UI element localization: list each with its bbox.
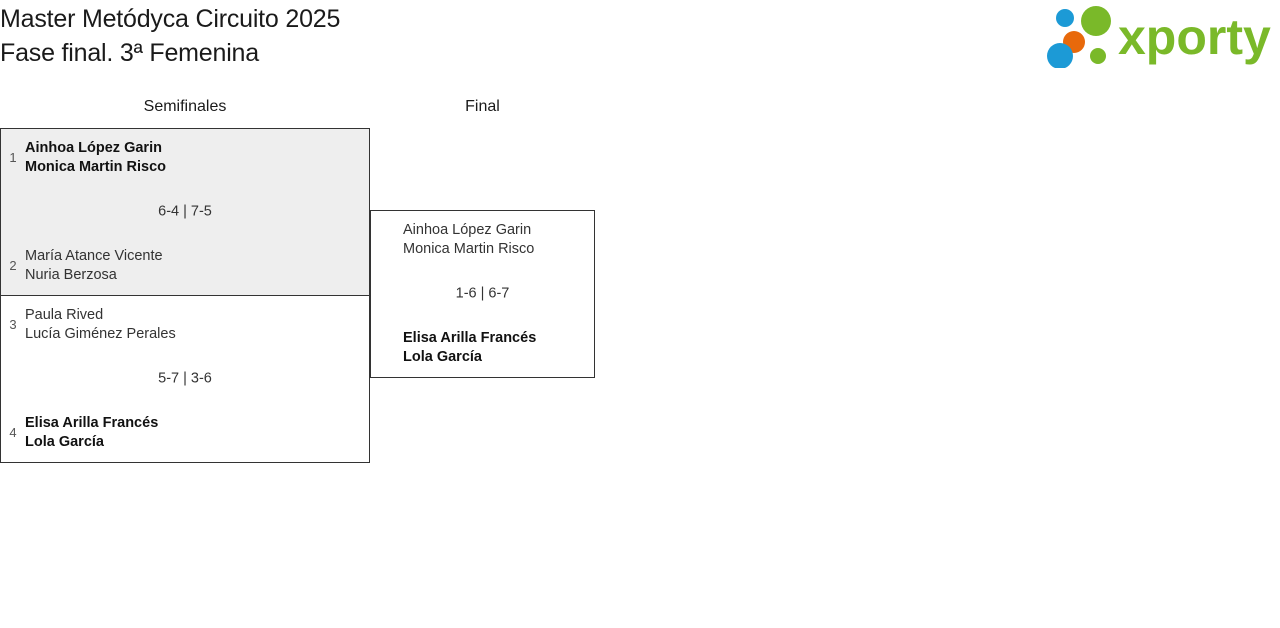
- player-name: Lucía Giménez Perales: [25, 326, 176, 342]
- seed-number: 2: [9, 258, 17, 273]
- match-semifinal-2[interactable]: 3 Paula Rived Lucía Giménez Perales 5-7 …: [0, 295, 370, 463]
- player-name: Monica Martin Risco: [25, 159, 166, 175]
- round-header-final: Final: [465, 98, 500, 115]
- player-name: Ainhoa López Garin: [403, 222, 532, 238]
- seed-number: 1: [9, 150, 17, 165]
- dot-blue-large-icon: [1047, 43, 1073, 68]
- match-team-bottom[interactable]: 4 Elisa Arilla Francés Lola García: [1, 414, 369, 452]
- match-score: 5-7 | 3-6: [158, 370, 212, 387]
- team-players: Ainhoa López Garin Monica Martin Risco: [25, 139, 166, 177]
- player-name: Elisa Arilla Francés: [25, 415, 159, 431]
- match-score: 1-6 | 6-7: [455, 285, 510, 302]
- page-header: Master Metódyca Circuito 2025 Fase final…: [0, 0, 1280, 80]
- team-players: Elisa Arilla Francés Lola García: [25, 414, 158, 452]
- team-players: Ainhoa López Garin Monica Martin Risco: [395, 221, 534, 259]
- match-team-top[interactable]: 3 Paula Rived Lucía Giménez Perales: [1, 306, 369, 344]
- xporty-logo[interactable]: xporty: [1046, 6, 1274, 68]
- logo-wordmark: xporty: [1118, 9, 1271, 65]
- player-name: Lola García: [25, 434, 104, 450]
- team-players: Elisa Arilla Francés Lola García: [395, 329, 536, 367]
- match-team-bottom[interactable]: Elisa Arilla Francés Lola García: [371, 329, 594, 367]
- dot-green-large-icon: [1081, 6, 1111, 36]
- player-name: María Atance Vicente: [25, 248, 163, 264]
- round-header-semifinales: Semifinales: [143, 98, 227, 115]
- match-team-bottom[interactable]: 2 María Atance Vicente Nuria Berzosa: [1, 247, 369, 285]
- page-title-line-2: Fase final. 3ª Femenina: [0, 39, 259, 67]
- player-name: Paula Rived: [25, 307, 104, 323]
- player-name: Ainhoa López Garin: [25, 140, 162, 156]
- dot-blue-small-top-icon: [1056, 9, 1074, 27]
- seed-number: 4: [9, 425, 17, 440]
- match-semifinal-1[interactable]: 1 Ainhoa López Garin Monica Martin Risco…: [0, 128, 370, 296]
- seed-number: 3: [9, 317, 17, 332]
- match-score: 6-4 | 7-5: [158, 203, 212, 220]
- page-title-line-1: Master Metódyca Circuito 2025: [0, 5, 341, 33]
- team-players: Paula Rived Lucía Giménez Perales: [25, 306, 176, 344]
- dot-green-small-icon: [1090, 48, 1106, 64]
- player-name: Lola García: [403, 349, 482, 365]
- team-players: María Atance Vicente Nuria Berzosa: [25, 247, 163, 285]
- player-name: Elisa Arilla Francés: [403, 330, 537, 346]
- match-team-top[interactable]: Ainhoa López Garin Monica Martin Risco: [371, 221, 594, 259]
- player-name: Nuria Berzosa: [25, 267, 117, 283]
- page-title: Master Metódyca Circuito 2025 Fase final…: [0, 2, 340, 70]
- match-team-top[interactable]: 1 Ainhoa López Garin Monica Martin Risco: [1, 139, 369, 177]
- player-name: Monica Martin Risco: [403, 241, 535, 257]
- match-final[interactable]: Ainhoa López Garin Monica Martin Risco 1…: [370, 210, 595, 378]
